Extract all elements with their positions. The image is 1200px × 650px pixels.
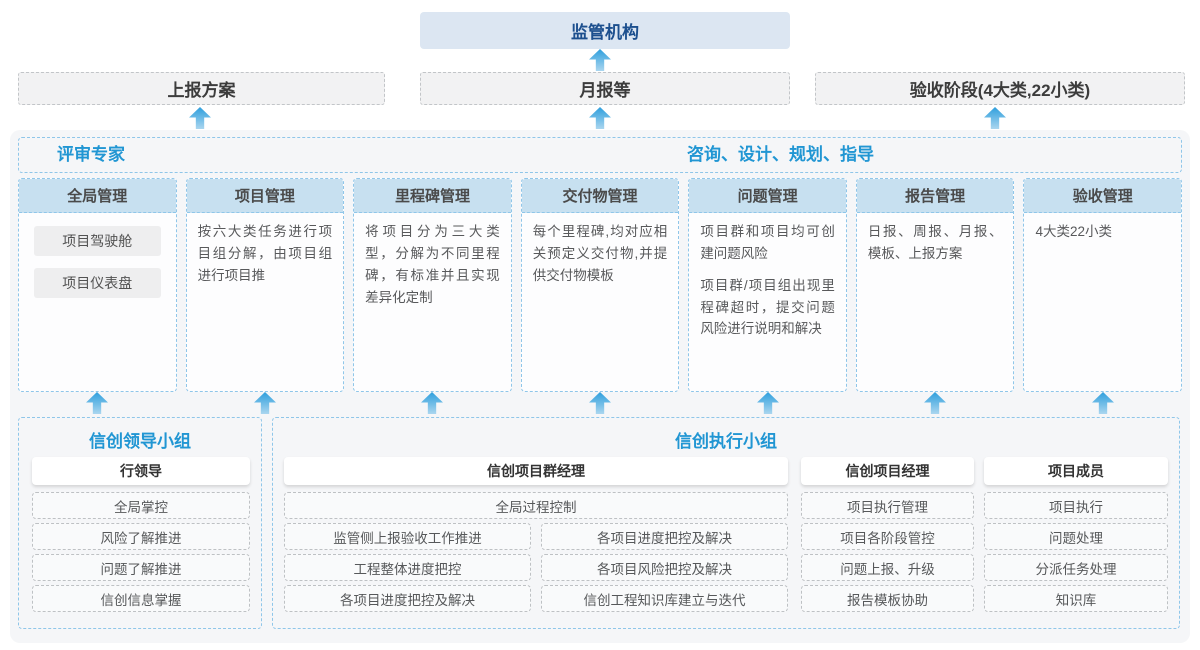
task-item: 问题处理 — [984, 523, 1168, 550]
task-item: 问题了解推进 — [32, 554, 250, 581]
consult-design-label: 咨询、设计、规划、指导 — [687, 145, 874, 164]
task-item: 问题上报、升级 — [801, 554, 974, 581]
task-row: 工程整体进度把控 各项目风险把控及解决 — [284, 554, 788, 585]
column-title: 全局管理 — [19, 179, 176, 213]
task-item: 全局掌控 — [32, 492, 250, 519]
feature-pill: 项目驾驶舱 — [34, 226, 161, 256]
column-title: 里程碑管理 — [354, 179, 511, 213]
leader-group-box: 信创领导小组 行领导 全局掌控 风险了解推进 问题了解推进 信创信息掌握 — [18, 417, 262, 629]
role-pill: 行领导 — [32, 457, 250, 485]
column-text: 4大类22小类 — [1035, 224, 1112, 239]
program-manager-stack: 信创项目群经理 全局过程控制 监管侧上报验收工作推进 各项目进度把控及解决 工程… — [284, 457, 788, 616]
feature-pill: 项目仪表盘 — [34, 268, 161, 298]
column-body: 每个里程碑,均对应相关预定义交付物,并提供交付物模板 — [522, 213, 679, 305]
column-body: 日报、周报、月报、模板、上报方案 — [857, 213, 1014, 283]
column-text: 项目群/项目组出现里程碑超时，提交问题风险进行说明和解决 — [700, 277, 835, 337]
column-milestone-management: 里程碑管理 将项目分为三大类型，分解为不同里程碑，有标准并且实现差异化定制 — [353, 178, 512, 392]
exec-group-title: 信创执行小组 — [675, 432, 777, 451]
column-title: 验收管理 — [1024, 179, 1182, 213]
up-arrow-icon — [984, 107, 1006, 129]
task-item: 监管侧上报验收工作推进 — [284, 523, 531, 550]
task-item: 各项目风险把控及解决 — [541, 554, 788, 581]
leader-group-stack: 行领导 全局掌控 风险了解推进 问题了解推进 信创信息掌握 — [32, 457, 250, 616]
task-item: 项目执行 — [984, 492, 1168, 519]
task-item: 分派任务处理 — [984, 554, 1168, 581]
column-text: 每个里程碑,均对应相关预定义交付物,并提供交付物模板 — [532, 224, 668, 283]
task-item: 报告模板协助 — [801, 585, 974, 612]
expert-header: 评审专家 咨询、设计、规划、指导 — [18, 137, 1182, 173]
column-issue-management: 问题管理 项目群和项目均可创建问题风险 项目群/项目组出现里程碑超时，提交问题风… — [688, 178, 847, 392]
column-text: 按六大类任务进行项目组分解，由项目组进行项目推 — [197, 224, 333, 283]
role-pill: 信创项目经理 — [801, 457, 974, 485]
project-manager-stack: 信创项目经理 项目执行管理 项目各阶段管控 问题上报、升级 报告模板协助 — [801, 457, 974, 616]
column-global-management: 全局管理 项目驾驶舱 项目仪表盘 — [18, 178, 177, 392]
column-project-management: 项目管理 按六大类任务进行项目组分解，由项目组进行项目推 — [185, 178, 345, 392]
task-item: 项目各阶段管控 — [801, 523, 974, 550]
column-deliverable-management: 交付物管理 每个里程碑,均对应相关预定义交付物,并提供交付物模板 — [520, 178, 680, 392]
column-report-management: 报告管理 日报、周报、月报、模板、上报方案 — [855, 178, 1015, 392]
column-text: 将项目分为三大类型，分解为不同里程碑，有标准并且实现差异化定制 — [365, 224, 500, 305]
column-title: 项目管理 — [186, 179, 344, 213]
column-body: 项目驾驶舱 项目仪表盘 — [19, 213, 176, 323]
exec-group-box: 信创执行小组 信创项目群经理 全局过程控制 监管侧上报验收工作推进 各项目进度把… — [272, 417, 1180, 629]
role-pill: 信创项目群经理 — [284, 457, 788, 485]
column-body: 按六大类任务进行项目组分解，由项目组进行项目推 — [187, 213, 344, 305]
role-pill: 项目成员 — [984, 457, 1168, 485]
column-title: 交付物管理 — [521, 179, 679, 213]
leader-group-title: 信创领导小组 — [89, 432, 191, 451]
task-item: 风险了解推进 — [32, 523, 250, 550]
task-item: 各项目进度把控及解决 — [284, 585, 531, 612]
regulator-box: 监管机构 — [420, 12, 790, 49]
column-title: 问题管理 — [689, 179, 846, 213]
column-body: 项目群和项目均可创建问题风险 项目群/项目组出现里程碑超时，提交问题风险进行说明… — [689, 213, 846, 358]
column-body: 4大类22小类 — [1024, 213, 1181, 261]
up-arrow-icon — [589, 49, 611, 71]
task-item: 信创工程知识库建立与迭代 — [541, 585, 788, 612]
task-item: 项目执行管理 — [801, 492, 974, 519]
up-arrow-icon — [589, 107, 611, 129]
column-text: 项目群和项目均可创建问题风险 — [700, 224, 835, 261]
task-row: 各项目进度把控及解决 信创工程知识库建立与迭代 — [284, 585, 788, 616]
task-row: 监管侧上报验收工作推进 各项目进度把控及解决 — [284, 523, 788, 554]
task-item: 信创信息掌握 — [32, 585, 250, 612]
task-item: 全局过程控制 — [284, 492, 788, 519]
task-item: 各项目进度把控及解决 — [541, 523, 788, 550]
management-columns: 全局管理 项目驾驶舱 项目仪表盘 项目管理 按六大类任务进行项目组分解，由项目组… — [18, 178, 1183, 392]
output-box-acceptance-stage: 验收阶段(4大类,22小类) — [815, 72, 1185, 105]
task-item: 知识库 — [984, 585, 1168, 612]
column-text: 日报、周报、月报、模板、上报方案 — [867, 224, 1003, 261]
output-box-monthly-report: 月报等 — [420, 72, 790, 105]
column-acceptance-management: 验收管理 4大类22小类 — [1023, 178, 1183, 392]
up-arrow-icon — [189, 107, 211, 129]
column-title: 报告管理 — [856, 179, 1014, 213]
column-body: 将项目分为三大类型，分解为不同里程碑，有标准并且实现差异化定制 — [354, 213, 511, 326]
review-expert-label: 评审专家 — [57, 145, 125, 164]
output-box-report-plan: 上报方案 — [18, 72, 385, 105]
task-item: 工程整体进度把控 — [284, 554, 531, 581]
member-stack: 项目成员 项目执行 问题处理 分派任务处理 知识库 — [984, 457, 1168, 616]
